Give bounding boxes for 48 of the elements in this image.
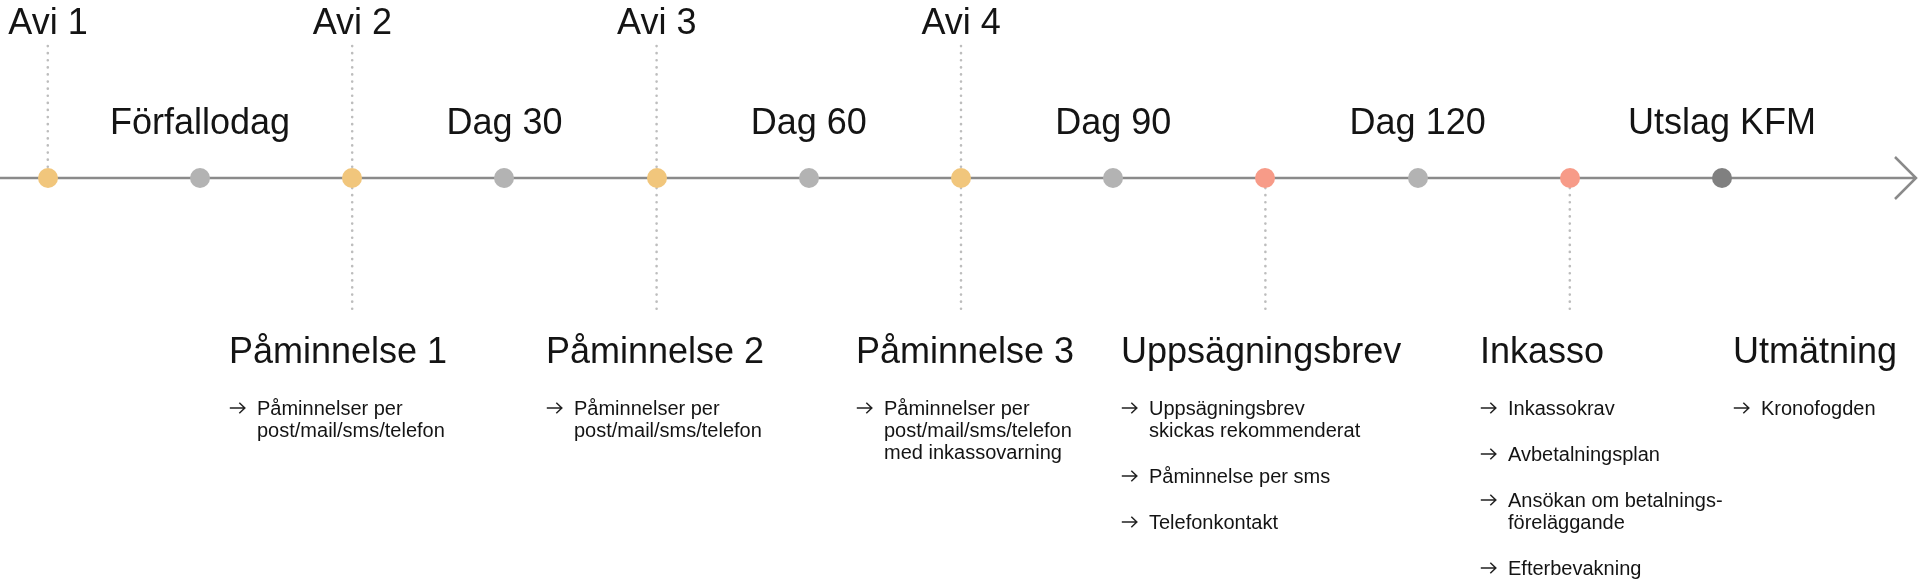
milestone-label: Förfallodag — [110, 101, 291, 142]
timeline-dot — [342, 168, 363, 188]
milestone-label: Avi 3 — [617, 1, 697, 42]
list-item: Uppsägningsbrev skickas rekommenderat — [1149, 397, 1362, 441]
milestone-label: Avi 4 — [921, 1, 1001, 42]
dotted-connector — [46, 44, 50, 170]
stage-heading: Påminnelse 1 — [229, 330, 449, 371]
dotted-connector — [959, 44, 963, 170]
stage-heading: Utmätning — [1733, 330, 1899, 371]
milestone-label: Avi 2 — [312, 1, 393, 42]
timeline-dot — [1712, 168, 1732, 188]
list-item: Ansökan om betalnings- föreläggande — [1508, 489, 1724, 533]
list-item: Inkassokrav — [1508, 397, 1616, 419]
timeline-dot — [1407, 168, 1428, 188]
list-item: Avbetalningsplan — [1508, 443, 1661, 465]
list-item: Kronofogden — [1761, 397, 1877, 419]
milestone-label: Dag 90 — [1055, 101, 1172, 142]
timeline-dot — [951, 168, 971, 188]
list-item: Påminnelser per post/mail/sms/telefon — [257, 397, 446, 441]
stage-heading: Inkasso — [1480, 330, 1606, 371]
list-item: Efterbevakning — [1508, 557, 1643, 579]
dotted-connector — [959, 186, 963, 312]
milestone-label: Dag 60 — [750, 101, 867, 142]
stage-heading: Påminnelse 3 — [856, 330, 1076, 371]
timeline-dot — [1103, 168, 1124, 188]
list-item: Påminnelse per sms — [1149, 465, 1332, 487]
milestone-label: Utslag KFM — [1628, 101, 1817, 142]
dotted-connector — [350, 186, 354, 312]
timeline-dot — [37, 168, 58, 188]
timeline-dot — [798, 168, 819, 188]
dotted-connector — [655, 44, 658, 170]
list-item: Påminnelser per post/mail/sms/telefon med inkassovarning — [884, 397, 1073, 463]
timeline-dot — [1559, 168, 1580, 188]
list-item: Påminnelser per post/mail/sms/telefon — [574, 397, 763, 441]
list-item: Telefonkontakt — [1149, 511, 1279, 533]
milestone-label: Dag 30 — [446, 101, 563, 142]
dotted-connector — [350, 44, 354, 170]
milestone-label: Avi 1 — [8, 1, 88, 42]
timeline-dot — [646, 168, 667, 188]
timeline-dot — [494, 168, 515, 188]
dotted-connector — [1264, 186, 1267, 312]
timeline-dot — [1255, 168, 1276, 188]
dotted-connector — [1568, 186, 1572, 312]
timeline-dot — [190, 168, 210, 188]
dotted-connector — [655, 186, 658, 312]
stage-heading: Uppsägningsbrev — [1121, 330, 1402, 371]
milestone-label: Dag 120 — [1349, 101, 1486, 142]
stage-heading: Påminnelse 2 — [546, 330, 766, 371]
